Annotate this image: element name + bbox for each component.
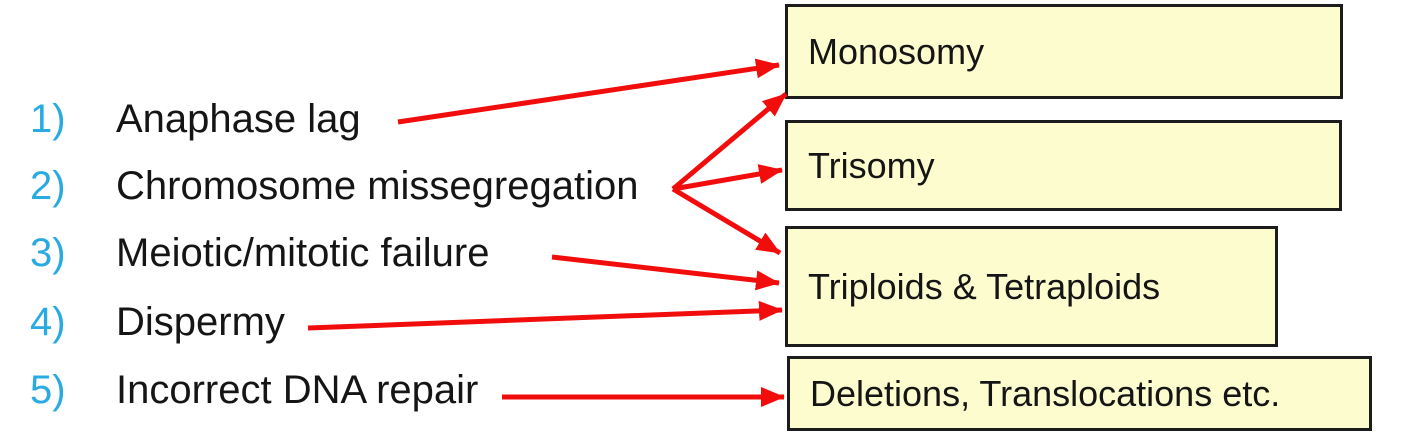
cause-item-incorrect-dna-repair: 5) Incorrect DNA repair [30,366,478,414]
outcome-label: Triploids & Tetraploids [808,265,1161,307]
cause-item-chromosome-missegregation: 2) Chromosome missegregation [30,162,638,210]
outcome-label: Trisomy [808,144,935,186]
cause-label: Meiotic/mitotic failure [116,231,490,275]
arrow-chromosome-missegregation-to-trisomy [672,164,783,192]
cause-label: Anaphase lag [116,97,361,141]
cause-item-dispermy: 4) Dispermy [30,298,285,346]
outcome-box-deletions-translocations: Deletions, Translocations etc. [787,356,1372,431]
cause-number: 3) [30,231,66,275]
cause-number: 4) [30,300,66,344]
cause-label: Incorrect DNA repair [116,368,479,412]
outcome-label: Monosomy [808,30,985,72]
cause-label: Chromosome missegregation [116,164,639,208]
outcome-label: Deletions, Translocations etc. [810,372,1281,414]
cause-item-meiotic-mitotic-failure: 3) Meiotic/mitotic failure [30,229,489,277]
cause-item-anaphase-lag: 1) Anaphase lag [30,95,361,143]
cause-label: Dispermy [116,300,285,344]
arrow-dispermy-to-triploids-tetraploids [307,300,783,331]
arrow-meiotic-mitotic-failure-to-triploids-tetraploids [551,254,780,291]
cause-number: 2) [30,164,66,208]
arrow-chromosome-missegregation-to-triploids-tetraploids [671,186,782,256]
outcome-box-monosomy: Monosomy [785,4,1343,99]
cause-number: 5) [30,368,66,412]
arrow-chromosome-missegregation-to-monosomy [671,92,788,191]
arrow-anaphase-lag-to-monosomy [397,58,780,125]
outcome-box-trisomy: Trisomy [785,120,1342,211]
cause-number: 1) [30,97,66,141]
outcome-box-triploids-tetraploids: Triploids & Tetraploids [785,226,1278,347]
